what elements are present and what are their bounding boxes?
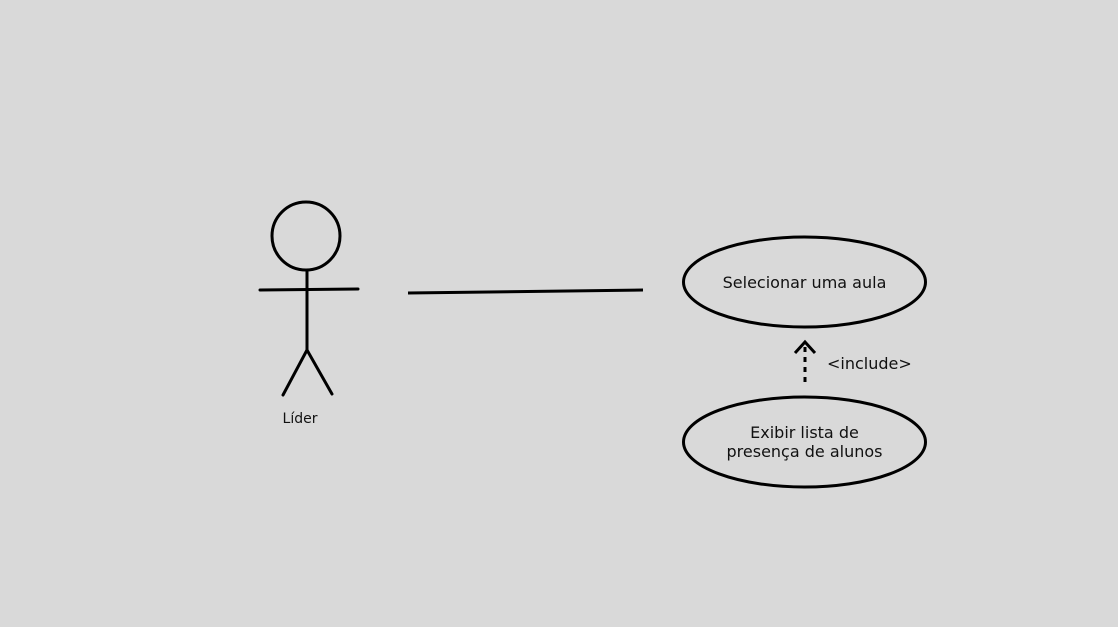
association-line[interactable] bbox=[407, 288, 644, 295]
actor-right-leg bbox=[305, 348, 334, 396]
use-case-exibir-ellipse[interactable] bbox=[682, 395, 927, 489]
use-case-selecionar-ellipse[interactable] bbox=[682, 235, 927, 329]
actor-left-leg bbox=[281, 348, 309, 397]
include-arrowhead bbox=[793, 339, 817, 355]
use-case-selecionar-label: Selecionar uma aula bbox=[722, 272, 887, 292]
include-label: <include> bbox=[827, 354, 912, 373]
actor-arms bbox=[258, 287, 360, 292]
use-case-exibir-label: Exibir lista de presença de alunos bbox=[726, 423, 883, 461]
actor-label: Líder bbox=[282, 411, 318, 427]
include-dependency[interactable] bbox=[793, 339, 817, 382]
actor-figure[interactable] bbox=[258, 200, 360, 397]
actor-head bbox=[270, 200, 342, 272]
